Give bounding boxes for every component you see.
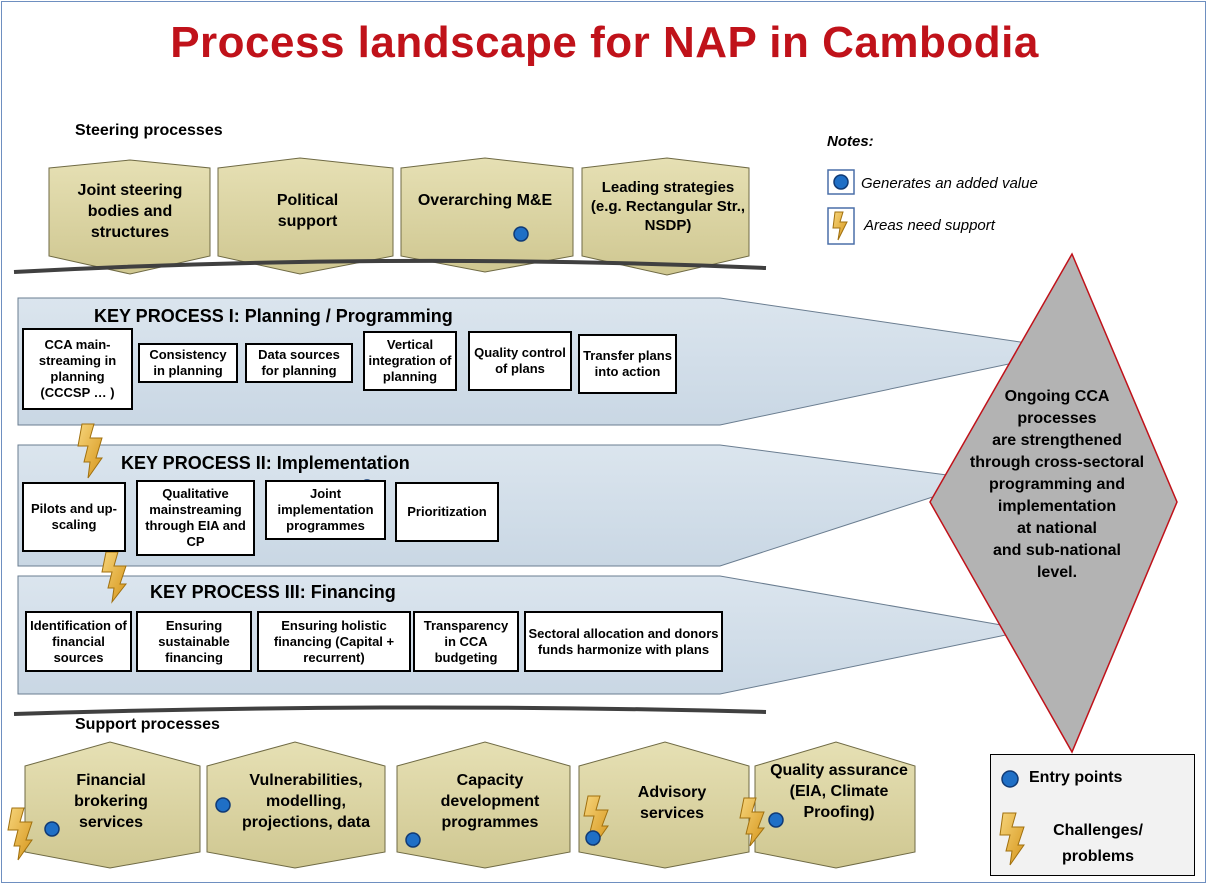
support-item-3: Capacity development programmes [440, 772, 540, 831]
key1-box-3: Data sources for planning [245, 343, 353, 383]
steering-chevrons [48, 157, 750, 276]
legend-icons [999, 770, 1025, 866]
support-chevrons [24, 741, 916, 869]
support-chevron-4 [578, 741, 750, 869]
diamond-line: programming and [988, 476, 1125, 493]
entry-dot-icon [768, 812, 784, 828]
key1-box-5: Quality control of plans [468, 331, 572, 391]
key3-box-5: Sectoral allocation and donors funds har… [524, 611, 723, 672]
steering-item-2: Political support [276, 192, 339, 230]
bolt-icon [77, 423, 103, 479]
bolt-icon [101, 551, 128, 604]
diamond-line: through cross-sectoral [969, 454, 1145, 471]
key2-band [17, 444, 986, 567]
support-chevron-1 [24, 741, 201, 869]
support-item-2: Vulnerabilities, modelling, projections,… [241, 772, 371, 831]
entry-dot-icon [585, 830, 601, 846]
legend-bolt-icon [999, 812, 1025, 866]
key3-box-2: Ensuring sustainable financing [136, 611, 252, 672]
steering-chevron-2 [217, 157, 394, 275]
entry-dot-icon [513, 226, 529, 242]
bolt-icon [7, 807, 33, 861]
diamond-line: at national [1016, 520, 1097, 537]
diamond-line: processes [1017, 410, 1097, 427]
entry-dot-icon [215, 797, 231, 813]
legend-box: Entry points Challenges/ problems [990, 754, 1195, 876]
legend-challenges: Challenges/ problems [1053, 822, 1143, 865]
diamond-line: and sub-national [993, 542, 1121, 559]
key2-box-3: Joint implementation programmes [265, 480, 386, 540]
key3-box-1: Identification of financial sources [25, 611, 132, 672]
top-arc [13, 258, 767, 274]
key1-box-4: Vertical integration of planning [363, 331, 457, 391]
diamond-line: implementation [997, 498, 1117, 515]
steering-item-1: Joint steering bodies and structures [77, 182, 183, 241]
steering-item-3: Overarching M&E [417, 192, 553, 209]
key1-box-2: Consistency in planning [138, 343, 238, 383]
support-item-1: Financial brokering services [74, 772, 148, 831]
key3-box-4: Transparency in CCA budgeting [413, 611, 519, 672]
key1-box-1: CCA main-streaming in planning (CCCSP … … [22, 328, 133, 410]
steering-item-4: Leading strategies (e.g. Rectangular Str… [590, 179, 746, 234]
steering-chevron-4 [581, 157, 750, 276]
page-title: Process landscape for NAP in Cambodia [170, 18, 1039, 67]
key2-box-4: Prioritization [395, 482, 499, 542]
bolt-icon [739, 797, 766, 847]
key2-box-2: Qualitative mainstreaming through EIA an… [136, 480, 255, 556]
diamond-line: level. [1036, 564, 1078, 581]
notes-added-value: Generates an added value [861, 175, 1038, 192]
notes-bolt-icon [832, 211, 848, 241]
legend-dot-icon [1001, 770, 1019, 788]
entry-dot-icon [405, 832, 421, 848]
key1-title: KEY PROCESS I: Planning / Programming [94, 306, 453, 326]
steering-heading: Steering processes [75, 122, 223, 139]
key1-box-6: Transfer plans into action [578, 334, 677, 394]
notes-dot-icon [833, 174, 849, 190]
steering-chevron-3 [400, 157, 574, 273]
legend-entry-points: Entry points [1029, 769, 1123, 786]
key2-box-1: Pilots and up-scaling [22, 482, 126, 552]
key2-title: KEY PROCESS II: Implementation [121, 453, 410, 473]
diamond-text: Ongoing CCA processes are strengthened t… [962, 386, 1152, 584]
key3-title: KEY PROCESS III: Financing [150, 582, 396, 602]
ongoing-diamond [929, 252, 1178, 754]
bolt-icon [583, 795, 609, 847]
bottom-arc [13, 705, 767, 716]
notes-heading: Notes: [827, 133, 874, 150]
diamond-line: Ongoing CCA [1004, 388, 1110, 405]
support-item-4: Advisory services [637, 784, 707, 822]
key3-box-3: Ensuring holistic financing (Capital + r… [257, 611, 411, 672]
support-chevron-2 [206, 741, 386, 869]
entry-dot-icon [44, 821, 60, 837]
notes-need-support: Areas need support [864, 217, 995, 234]
support-heading: Support processes [75, 716, 220, 733]
steering-chevron-1 [48, 159, 211, 275]
support-chevron-5 [754, 741, 916, 869]
support-chevron-3 [396, 741, 571, 869]
support-item-5: Quality assurance (EIA, Climate Proofing… [770, 762, 908, 821]
diamond-line: are strengthened [992, 432, 1122, 449]
